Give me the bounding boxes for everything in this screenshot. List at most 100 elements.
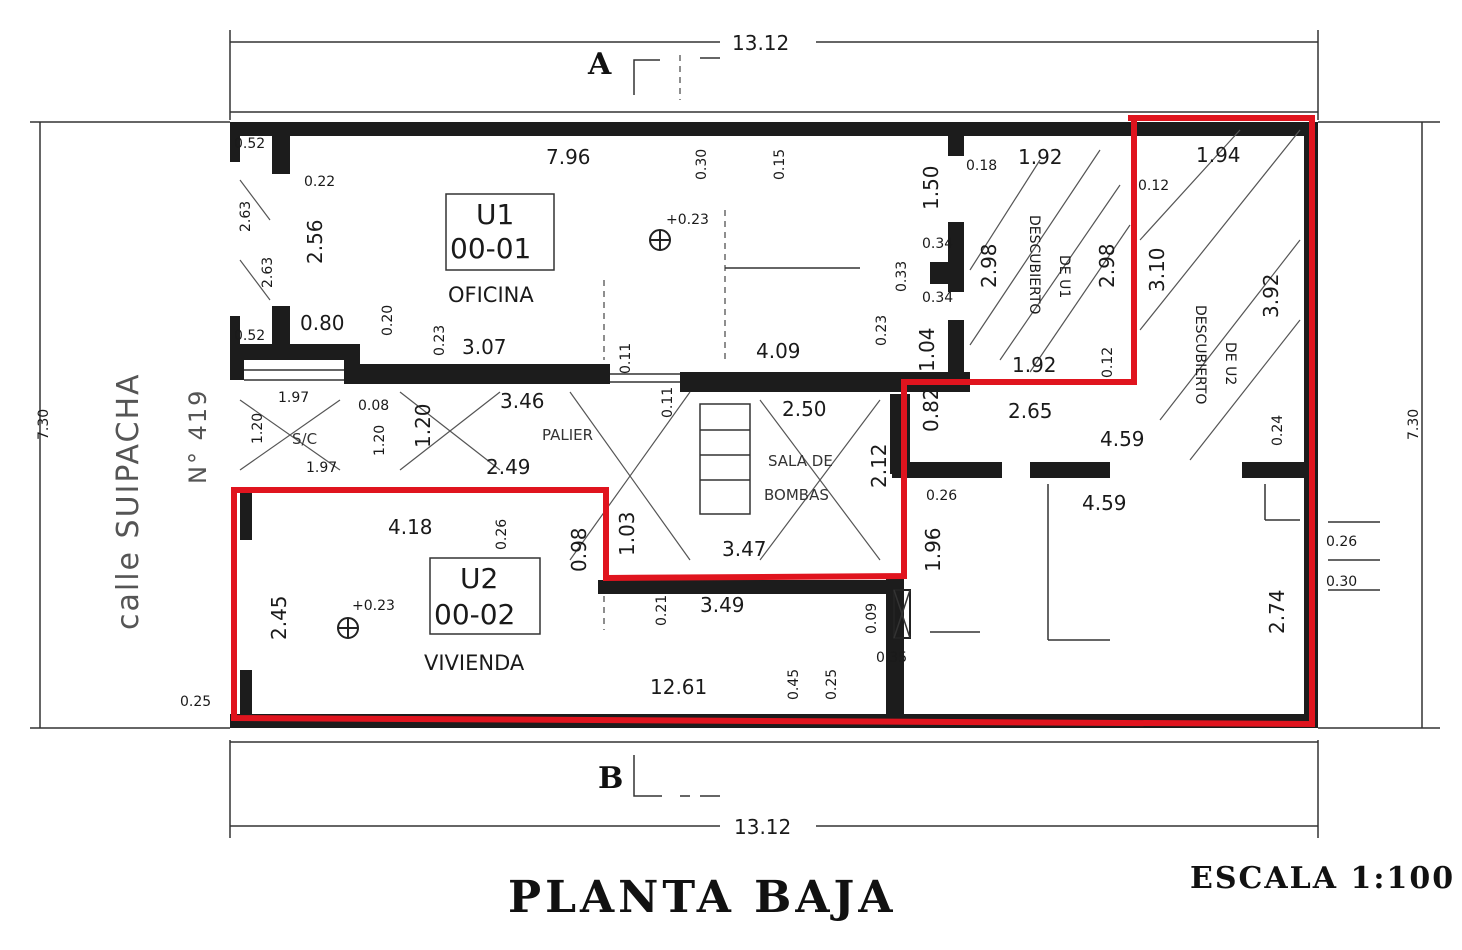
dim-263b: 2.63 [260, 257, 276, 288]
dim-015: 0.15 [772, 149, 788, 180]
room-descubierto-u1-a: DESCUBIERTO [1026, 215, 1042, 314]
dim-250: 2.50 [782, 397, 827, 421]
unit-u2-code: U2 [460, 562, 498, 595]
dimension-texts: 13.12 13.12 7.30 7.30 7.96 0.30 0.15 1.5… [36, 30, 1422, 839]
dim-245: 2.45 [267, 595, 291, 640]
unit-u2-number: 00-02 [434, 598, 515, 631]
dim-409: 4.09 [756, 339, 801, 363]
dim-197b: 1.97 [306, 460, 337, 476]
dim-796: 7.96 [546, 145, 591, 169]
dim-1261: 12.61 [650, 675, 707, 699]
dim-024: 0.24 [1270, 415, 1286, 446]
dim-082: 0.82 [919, 387, 943, 432]
dim-total-top: 13.12 [732, 31, 789, 55]
dim-274: 2.74 [1265, 589, 1289, 634]
dim-310: 3.10 [1145, 247, 1169, 292]
dim-256: 2.56 [303, 219, 327, 264]
dim-263a: 2.63 [238, 201, 254, 232]
room-sc: S/C [292, 430, 317, 448]
dim-103: 1.03 [615, 511, 639, 556]
dim-026b: 0.26 [494, 519, 510, 550]
dim-026a: 0.26 [926, 488, 957, 504]
dim-033: 0.33 [894, 261, 910, 292]
dim-052b: 0.52 [234, 328, 265, 344]
room-descubierto-u1-b: DE U1 [1056, 255, 1072, 298]
dim-459a: 4.59 [1100, 427, 1145, 451]
dim-030: 0.30 [694, 149, 710, 180]
dim-030b: 0.30 [1326, 574, 1357, 590]
dim-392: 3.92 [1259, 273, 1283, 318]
dim-021: 0.21 [654, 595, 670, 626]
room-labels: PALIER SALA DE BOMBAS S/C DESCUBIERTO DE… [292, 215, 1238, 504]
dim-022: 0.22 [304, 174, 335, 190]
dim-025b: 0.25 [824, 669, 840, 700]
dim-total-right: 7.30 [1406, 409, 1422, 440]
walls [230, 122, 1318, 728]
dim-298b: 2.98 [1095, 243, 1119, 288]
dim-023a: 0.23 [432, 325, 448, 356]
dim-298a: 2.98 [977, 243, 1001, 288]
hatching [239, 129, 1301, 561]
unit-u1-number: 00-01 [450, 232, 531, 265]
dim-052a: 0.52 [234, 136, 265, 152]
dim-120c: 1.20 [411, 403, 435, 448]
dim-212: 2.12 [867, 443, 891, 488]
room-palier: PALIER [542, 426, 593, 444]
unit-u2-use: VIVIENDA [424, 651, 525, 675]
street-labels: calle SUIPACHA N° 419 [111, 372, 212, 630]
dim-346: 3.46 [500, 389, 545, 413]
dim-035: 0.35 [876, 650, 907, 666]
dim-307: 3.07 [462, 335, 507, 359]
section-cut-b-label: B [598, 761, 623, 796]
dim-023b: 0.23 [874, 315, 890, 346]
dim-150: 1.50 [919, 165, 943, 210]
section-cut-b: B [598, 755, 720, 797]
dim-249: 2.49 [486, 455, 531, 479]
dim-total-bottom: 13.12 [734, 815, 791, 839]
dim-012a: 0.12 [1138, 178, 1169, 194]
unit-u1-level: +0.23 [666, 212, 709, 228]
dim-192b: 1.92 [1012, 353, 1057, 377]
dim-025a: 0.25 [180, 694, 211, 710]
dim-120b: 1.20 [372, 425, 388, 456]
room-sala-2: BOMBAS [764, 486, 829, 504]
dim-026c: 0.26 [1326, 534, 1357, 550]
dim-197a: 1.97 [278, 390, 309, 406]
unit-u1: U1 00-01 OFICINA +0.23 [445, 193, 709, 307]
section-cut-a-label: A [587, 47, 612, 82]
dim-045: 0.45 [786, 669, 802, 700]
dim-265: 2.65 [1008, 399, 1053, 423]
dim-349: 3.49 [700, 593, 745, 617]
dim-018: 0.18 [966, 158, 997, 174]
dim-196: 1.96 [921, 527, 945, 572]
dim-104: 1.04 [915, 327, 939, 372]
unit-u1-use: OFICINA [448, 283, 534, 307]
dim-418: 4.18 [388, 515, 433, 539]
dim-098: 0.98 [567, 527, 591, 572]
room-descubierto-u2-a: DESCUBIERTO [1192, 305, 1208, 404]
dim-192a: 1.92 [1018, 145, 1063, 169]
dim-total-left: 7.30 [36, 409, 52, 440]
dim-020: 0.20 [380, 305, 396, 336]
street-name: calle SUIPACHA [111, 372, 146, 630]
room-descubierto-u2-b: DE U2 [1222, 342, 1238, 385]
interior-lines [244, 210, 1300, 641]
plan-scale: ESCALA 1:100 [1190, 861, 1455, 896]
dim-194: 1.94 [1196, 143, 1241, 167]
dim-011b: 0.11 [660, 387, 676, 418]
highlight-outline [231, 115, 1315, 728]
dim-080: 0.80 [300, 311, 345, 335]
dim-347: 3.47 [722, 537, 767, 561]
plan-title: PLANTA BAJA [508, 872, 896, 923]
dim-034b: 0.34 [922, 290, 953, 306]
dim-034a: 0.34 [922, 236, 953, 252]
dim-120a: 1.20 [250, 413, 266, 444]
unit-u2: U2 00-02 VIVIENDA +0.23 [337, 557, 541, 675]
unit-u2-level: +0.23 [352, 598, 395, 614]
dim-011a: 0.11 [618, 343, 634, 374]
section-cut-a: A [587, 47, 720, 100]
unit-u1-code: U1 [476, 198, 514, 231]
dim-009: 0.09 [864, 603, 880, 634]
street-number: N° 419 [184, 389, 212, 484]
